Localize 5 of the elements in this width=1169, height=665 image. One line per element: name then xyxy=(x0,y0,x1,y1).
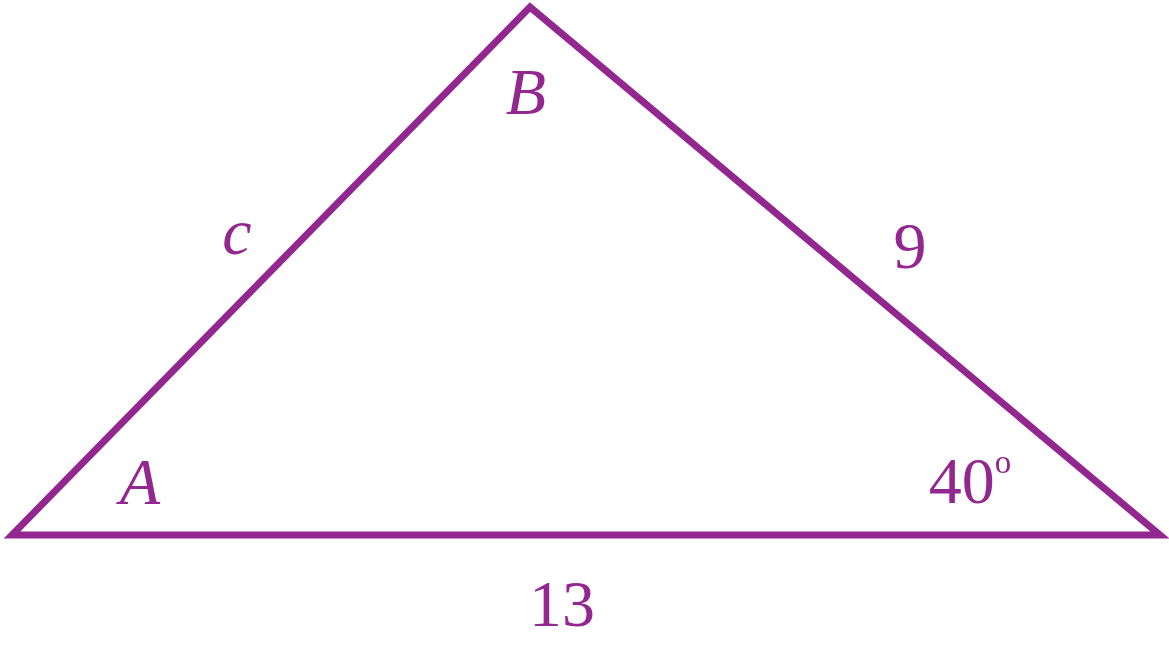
side-label: c xyxy=(222,199,252,265)
side-length: 13 xyxy=(529,571,595,637)
side-length: 9 xyxy=(893,213,927,279)
vertex-label: B xyxy=(505,59,547,125)
angle-label: 40$^{o}$ xyxy=(928,446,1012,514)
